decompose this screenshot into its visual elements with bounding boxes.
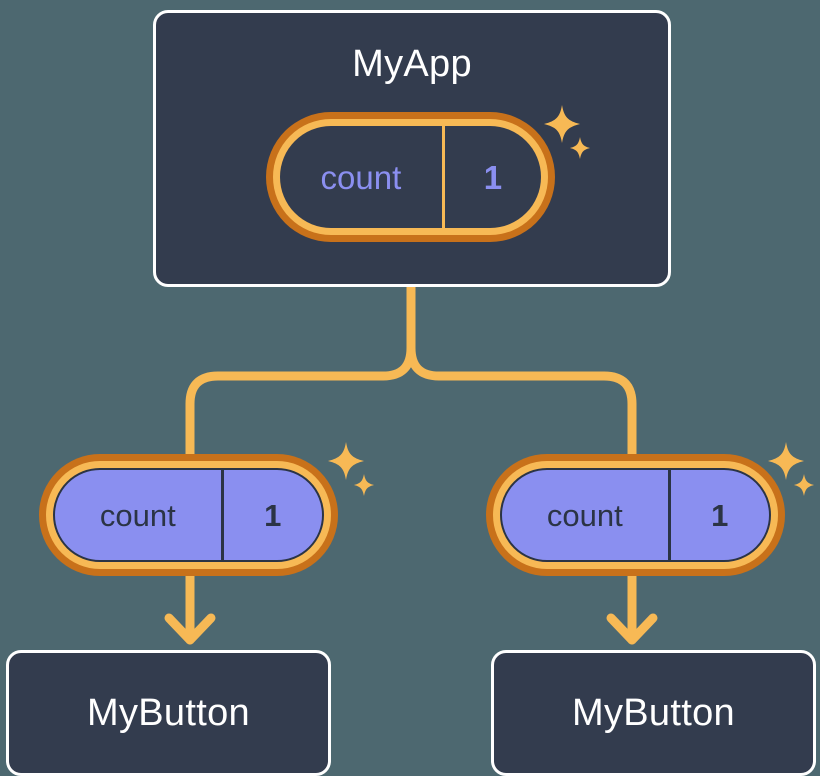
state-key-label: count xyxy=(320,158,402,196)
component-card-mybutton-left[interactable]: MyButton xyxy=(6,650,331,776)
arrow-head-left-icon xyxy=(164,613,216,645)
connector-branch-left xyxy=(185,343,416,463)
state-pill-right[interactable]: count 1 xyxy=(486,454,785,576)
state-value-label: 1 xyxy=(667,470,769,560)
state-pill-outer-ring: count 1 xyxy=(39,454,338,576)
state-value-label: 1 xyxy=(220,470,322,560)
state-pill-myapp[interactable]: count 1 xyxy=(266,112,555,242)
component-label-mybutton-right: MyButton xyxy=(572,692,735,734)
state-pill-outer-ring: count 1 xyxy=(486,454,785,576)
component-card-mybutton-right[interactable]: MyButton xyxy=(491,650,816,776)
state-value-label: 1 xyxy=(441,126,541,228)
connector-branch-right xyxy=(406,343,637,463)
state-key-label: count xyxy=(546,497,623,533)
arrow-head-right-icon xyxy=(606,613,658,645)
state-key-label: count xyxy=(99,497,176,533)
state-pill-surface: count 1 xyxy=(53,468,324,562)
component-label-myapp: MyApp xyxy=(352,43,472,85)
state-pill-surface: count 1 xyxy=(500,468,771,562)
component-label-mybutton-left: MyButton xyxy=(87,692,250,734)
state-pill-inner-ring: count 1 xyxy=(493,461,778,569)
state-pill-outer-ring: count 1 xyxy=(266,112,555,242)
state-pill-left[interactable]: count 1 xyxy=(39,454,338,576)
state-pill-inner-ring: count 1 xyxy=(273,119,548,235)
state-pill-inner-ring: count 1 xyxy=(46,461,331,569)
state-pill-surface: count 1 xyxy=(280,126,541,228)
